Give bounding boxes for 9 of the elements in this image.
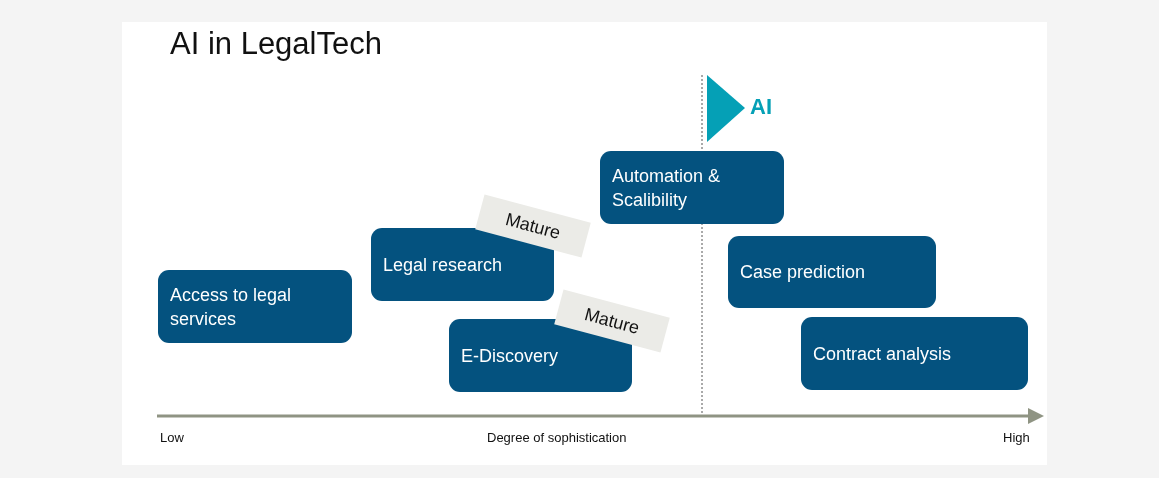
category-box: Case prediction — [728, 236, 936, 308]
axis-high-label: High — [1003, 430, 1030, 445]
category-box: Automation & Scalibility — [600, 151, 784, 224]
ai-label: AI — [750, 94, 772, 120]
category-box: Access to legal services — [158, 270, 352, 343]
axis-low-label: Low — [160, 430, 184, 445]
title: AI in LegalTech — [170, 26, 382, 62]
category-box: Contract analysis — [801, 317, 1028, 390]
axis-title: Degree of sophistication — [487, 430, 627, 445]
